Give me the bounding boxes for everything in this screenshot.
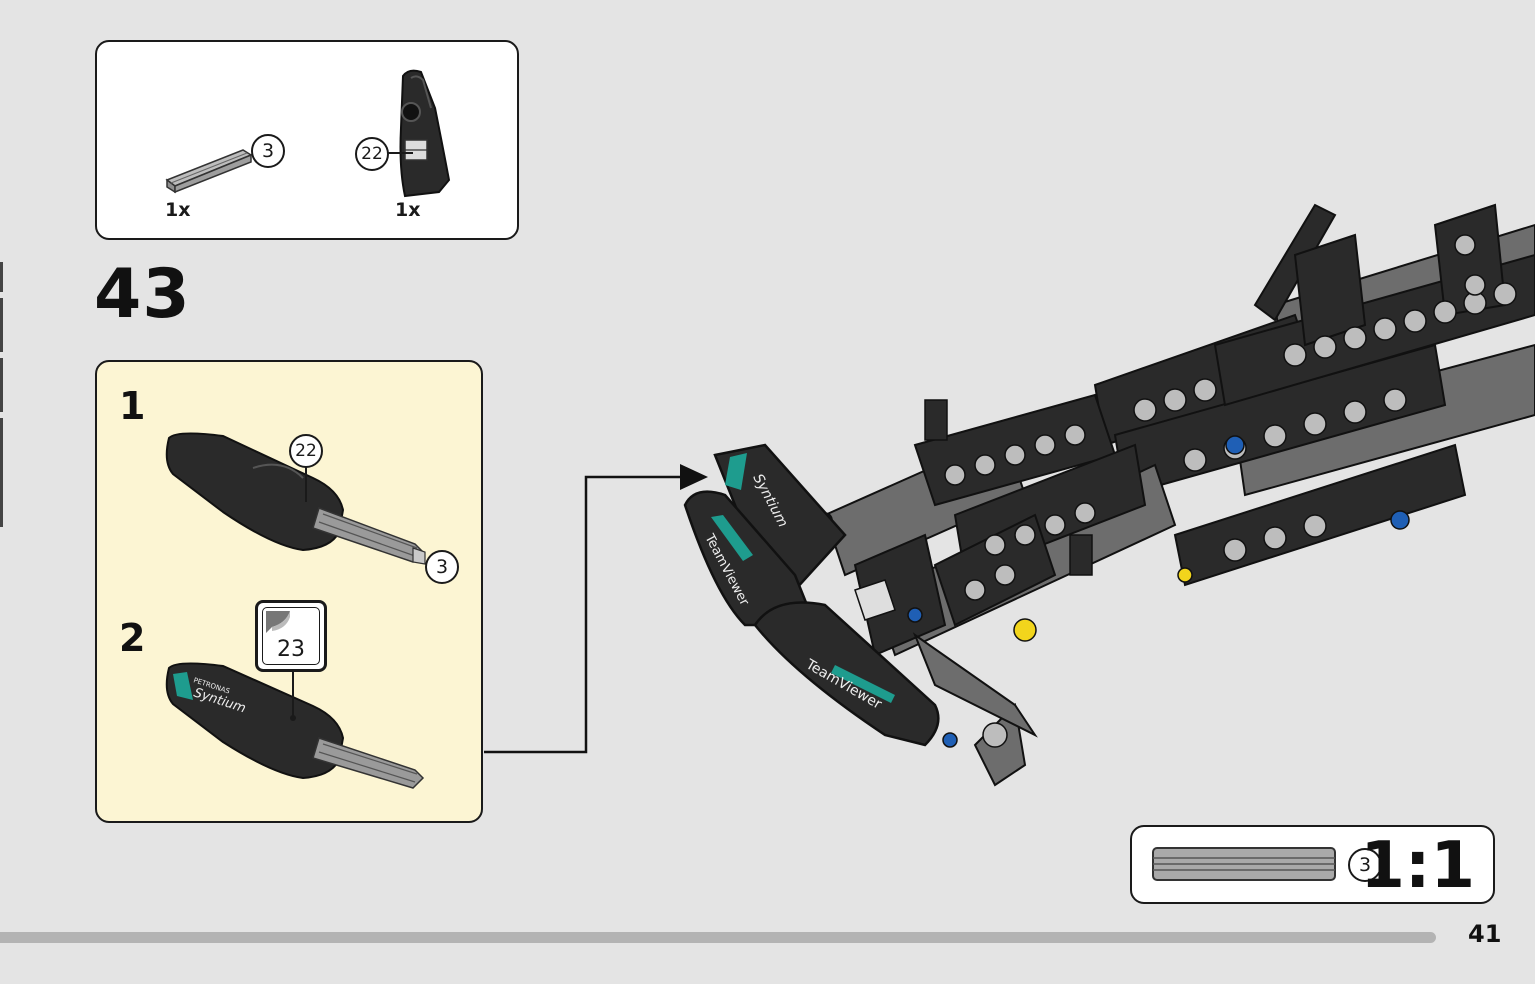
substep-1-callout-3: 3: [425, 550, 459, 584]
page-number: 41: [1468, 920, 1502, 948]
parts-callout-3: 3: [251, 134, 285, 168]
substep-1-assembly: [165, 432, 426, 565]
scale-ratio-label: 1:1: [1360, 829, 1475, 903]
sticker-leader: [290, 670, 296, 721]
callout-leader: [387, 152, 413, 154]
parts-callout-22: 22: [355, 137, 389, 171]
sticker-icon: [266, 611, 290, 633]
axle-3-icon: [165, 149, 253, 194]
substep-number-2: 2: [119, 616, 146, 660]
step-number: 43: [94, 255, 191, 334]
scale-callout-3: 3: [1348, 848, 1382, 882]
callout-leader: [305, 466, 307, 502]
main-model-illustration: Syntium TeamViewer TeamViewer: [683, 203, 1535, 787]
substep-2-assembly: PETRONAS Syntium: [165, 662, 425, 789]
sticker-number: 23: [277, 637, 305, 662]
panel-22-icon: [399, 69, 451, 198]
axle-scale-icon: [1152, 847, 1336, 881]
parts-quantity-panel: 1x: [395, 199, 421, 221]
substep-1-callout-22: 22: [289, 434, 323, 468]
scale-check-box: 3 1:1: [1130, 825, 1495, 904]
substep-number-1: 1: [119, 384, 146, 428]
step-arrow: [484, 464, 708, 754]
substep-box: 1 22 3 2 PETRONAS Syntium 23: [95, 360, 483, 823]
sticker-badge: 23: [255, 600, 327, 672]
page-edge-tab: [0, 262, 4, 527]
parts-list-box: 3 1x 22 1x: [95, 40, 519, 240]
parts-quantity-axle: 1x: [165, 199, 191, 221]
page-progress-bar: [0, 932, 1436, 943]
